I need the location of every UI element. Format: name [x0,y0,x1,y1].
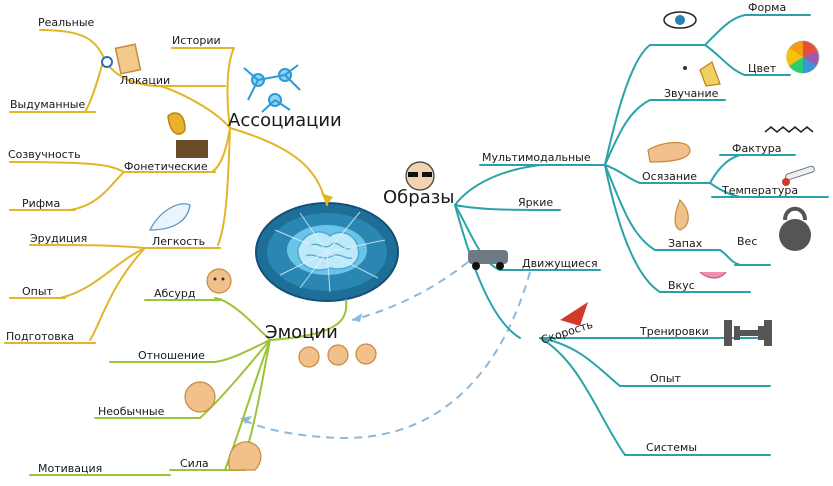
thermometer-icon [782,165,815,186]
color-label: Цвет [748,62,777,75]
touch-label: Осязание [642,170,697,183]
strength-label: Сила [180,457,209,470]
taste-label: Вкус [668,279,695,292]
absurd-label: Абсурд [154,287,196,300]
rhyme-label: Рифма [22,197,60,210]
eye-icon [663,11,697,29]
history-label: Истории [172,34,221,47]
preparation-label: Подготовка [6,330,74,343]
motivation-label: Мотивация [38,462,102,475]
phonetic-label: Фонетические [124,160,208,173]
arrow-head [352,313,362,322]
weight-label: Вес [737,235,757,248]
erudition-label: Эрудиция [30,232,87,245]
dashed-arrows [239,261,531,440]
confused-face-icon [206,268,232,294]
baby-face-icon [184,381,216,413]
consonance-label: Созвучность [8,148,81,161]
images-branches [454,14,829,456]
emotions-label: Эмоции [265,322,338,343]
systems-label: Системы [646,441,697,454]
sound-label: Звучание [664,87,719,100]
multimodal-label: Мультимодальные [482,151,591,164]
color-wheel-icon [786,40,820,74]
arrow-head [321,193,333,205]
temperature-label: Температура [721,184,798,197]
smell-label: Запах [668,237,703,250]
trainings-label: Тренировки [639,325,709,338]
images-label: Образы [383,187,455,208]
sunglasses-face-icon [405,161,435,191]
texture-icon [764,126,814,133]
faces-icon [298,343,377,368]
real-label: Реальные [38,16,95,29]
feather-icon [148,203,191,231]
bell-icon [683,61,721,87]
brain-illustration [255,202,399,302]
associations-label: Ассоциации [228,110,342,131]
hand-icon [647,141,691,163]
tongue-icon [699,271,727,279]
rocket-icon [560,302,588,326]
fictional-label: Выдуманные [10,98,85,111]
strong-arm-icon [228,441,262,471]
lightness-label: Легкость [152,235,205,248]
gramophone-icon [167,112,208,158]
car-icon [468,250,508,270]
map-icon [101,43,142,75]
kettlebell-icon [779,206,811,251]
speed-label: Скорость [539,318,594,347]
unusual-label: Необычные [98,405,165,418]
texture-label: Фактура [732,142,782,155]
nose-icon [674,198,689,231]
neurons-icon [243,64,301,113]
bright-label: Яркие [518,196,553,209]
dumbbell-icon [724,320,772,346]
emotions-branches [29,297,348,476]
experience-images-label: Опыт [650,372,682,385]
moving-label: Движущиеся [522,257,598,270]
experience-label: Опыт [22,285,54,298]
form-label: Форма [748,1,786,14]
locations-label: Локации [120,74,170,87]
attitude-label: Отношение [138,349,205,362]
